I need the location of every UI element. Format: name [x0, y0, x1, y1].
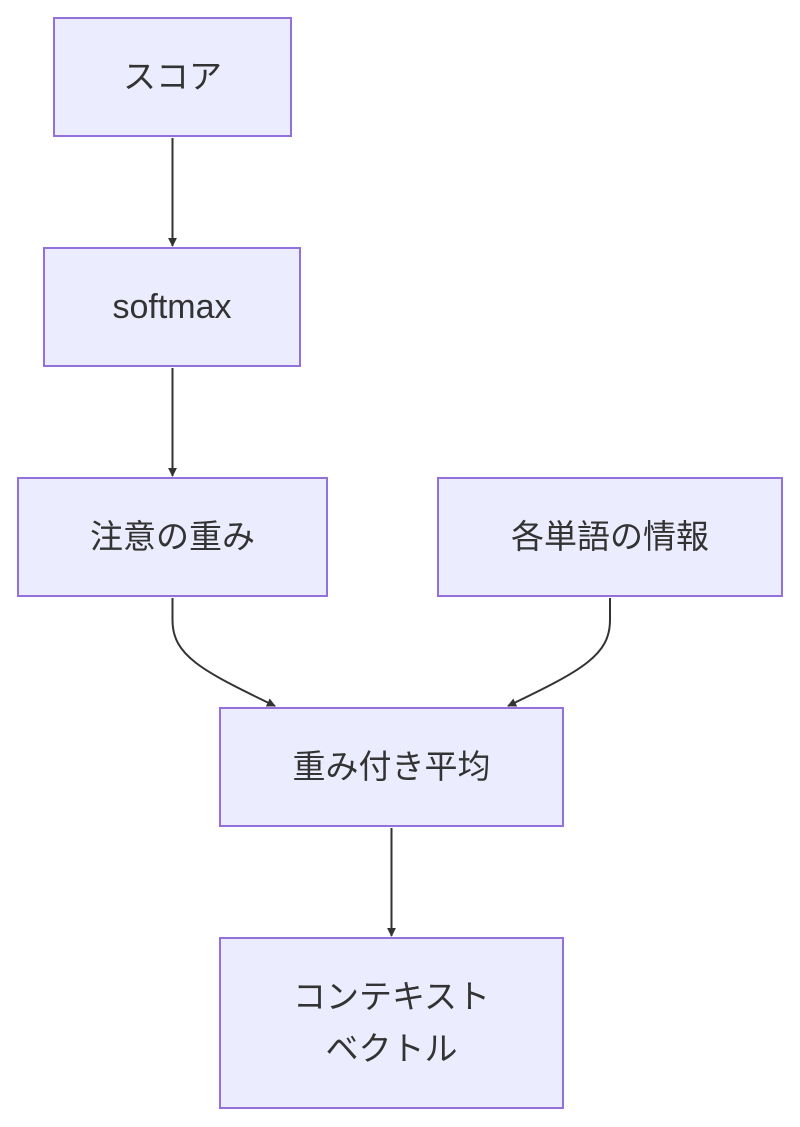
node-word-information-label: 各単語の情報 [511, 517, 709, 556]
node-weighted-average: 重み付き平均 [219, 707, 564, 827]
node-weighted-average-label: 重み付き平均 [292, 747, 491, 786]
node-softmax: softmax [43, 247, 301, 367]
edge-info-to-avg [507, 598, 611, 707]
node-context-vector-line2: ベクトル [325, 1029, 458, 1068]
node-softmax-label: softmax [112, 288, 232, 326]
node-word-information: 各単語の情報 [437, 477, 783, 597]
node-context-vector-line1: コンテキスト [292, 977, 490, 1016]
node-attention-weights-label: 注意の重み [90, 517, 255, 556]
node-score-label: スコア [123, 57, 222, 96]
node-context-vector: コンテキスト ベクトル [219, 937, 564, 1109]
node-attention-weights: 注意の重み [17, 477, 328, 597]
node-score: スコア [53, 17, 292, 137]
edge-weights-to-avg [171, 598, 276, 707]
